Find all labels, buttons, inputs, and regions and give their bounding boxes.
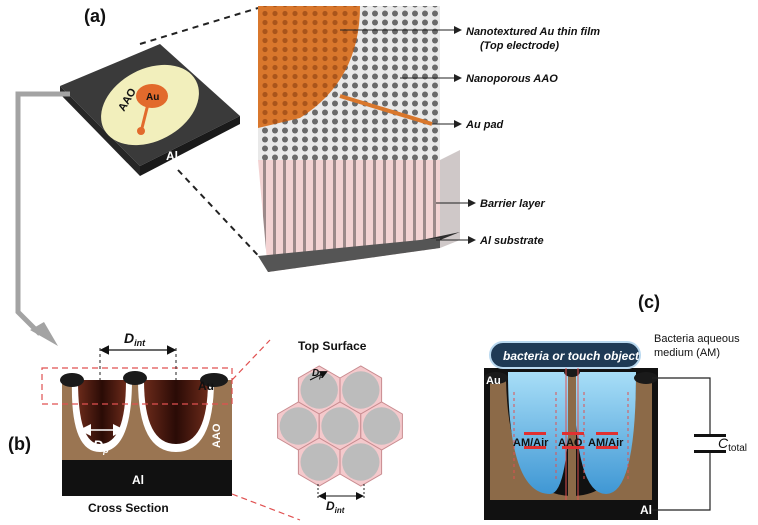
callout-au-pad: Au pad	[465, 119, 504, 131]
hex-pore	[342, 371, 380, 409]
cs-caption: Cross Section	[88, 501, 169, 515]
callouts: Nanotextured Au thin film (Top electrode…	[340, 26, 600, 247]
au-pad-strip	[339, 94, 433, 126]
cs-aao-label: AAO	[211, 423, 223, 448]
hex-pore	[300, 371, 338, 409]
chip-au-label: Au	[146, 92, 159, 103]
c-total-label: Ctotal	[718, 435, 747, 454]
panel-b-label: (b)	[8, 434, 31, 454]
connector-arrow	[15, 91, 70, 336]
cs-dint-label: Dint	[124, 330, 146, 348]
c-object-pill	[489, 341, 641, 369]
top-surface-title: Top Surface	[298, 339, 367, 353]
hex-pore	[279, 407, 318, 445]
chip-al-label: Al	[166, 149, 178, 163]
callout-au-film: Nanotextured Au thin film	[466, 26, 600, 38]
cs-highlight-box	[41, 367, 233, 405]
panel-c-device: bacteria or touch object AM/Air AAO AM/A…	[484, 341, 658, 520]
zoom-red-bottom	[231, 493, 301, 521]
callout-barrier: Barrier layer	[480, 198, 546, 210]
nanoporous-block	[258, 6, 460, 272]
callout-au-film-sub: (Top electrode)	[480, 40, 559, 52]
c-medium-line1: Bacteria aqueous	[654, 333, 740, 345]
cs-al-label: Al	[132, 473, 144, 487]
hex-pore	[321, 407, 359, 445]
panel-c-label: (c)	[638, 292, 660, 312]
c-aao-label: AAO	[558, 437, 583, 449]
hex-pore	[300, 443, 338, 481]
zoom-line-bottom	[177, 169, 269, 267]
cs-al-base	[62, 454, 232, 496]
cs-aao-walls	[62, 380, 232, 460]
au-electrode-dot	[136, 84, 168, 108]
ts-dp-label: Dp	[312, 368, 324, 380]
c-object-label: bacteria or touch object	[503, 349, 640, 363]
ts-dint-label: Dint	[326, 499, 345, 515]
capacitor-circuit: Ctotal	[652, 377, 747, 511]
cs-au-label: Au	[198, 379, 214, 393]
c-medium-line2: medium (AM)	[654, 347, 720, 359]
callout-nanoporous: Nanoporous AAO	[466, 73, 558, 85]
hex-grid	[277, 365, 403, 487]
cross-section: Dint Dp Au AAO Al Cross Section	[41, 330, 233, 515]
hex-pore	[362, 407, 401, 445]
cs-pore-right	[144, 380, 208, 444]
panel-a-label: (a)	[84, 6, 106, 26]
zoom-red-top	[231, 339, 271, 381]
c-al-label: Al	[640, 503, 652, 517]
cs-dp-label: Dp	[93, 437, 109, 455]
c-am-air-left: AM/Air	[513, 437, 549, 449]
top-surface: Top Surface Dp Dint	[277, 339, 403, 515]
device-chip: AAO Au Al	[60, 44, 240, 176]
callout-al-substrate: Al substrate	[479, 235, 544, 247]
cs-pore-left	[78, 380, 126, 444]
c-au-label: Au	[486, 375, 501, 387]
c-am-air-right: AM/Air	[588, 437, 624, 449]
hex-pore	[342, 443, 380, 481]
zoom-line-top	[139, 7, 259, 45]
